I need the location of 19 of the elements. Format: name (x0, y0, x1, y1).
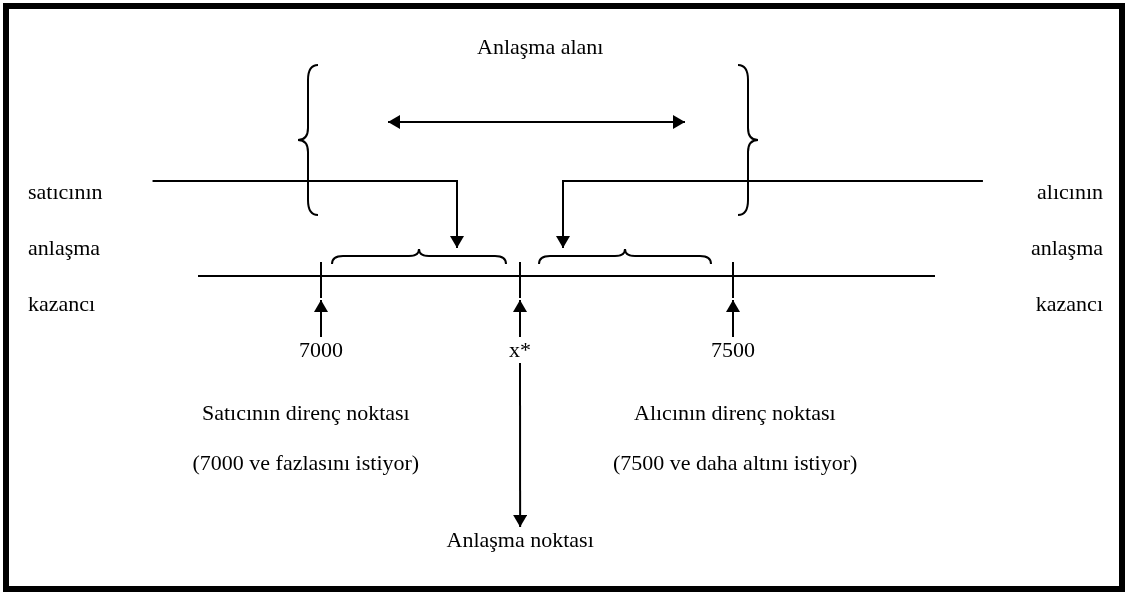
arrow (513, 299, 527, 338)
arrow (513, 362, 528, 528)
note-text: (7000 ve fazlasını istiyor) (192, 450, 420, 476)
arrow (556, 180, 984, 249)
value-label: Anlaşma noktası (446, 527, 594, 553)
brace (538, 248, 712, 264)
brace (331, 248, 507, 264)
variable-label: x* (509, 337, 531, 363)
note-text: (7500 ve daha altını istiyor) (613, 450, 858, 476)
arrow (726, 299, 740, 338)
text-label: alıcının anlaşma kazancı (982, 164, 1103, 332)
value-label: 7000 (299, 337, 343, 363)
arrow (151, 180, 464, 249)
note-text: Alıcının direnç noktası (634, 400, 836, 426)
note-text: Satıcının direnç noktası (202, 400, 410, 426)
zone-title: Anlaşma alanı (477, 34, 604, 60)
value-label: 7500 (711, 337, 755, 363)
arrow (314, 299, 328, 338)
text-label: satıcının anlaşma kazancı (28, 164, 153, 332)
